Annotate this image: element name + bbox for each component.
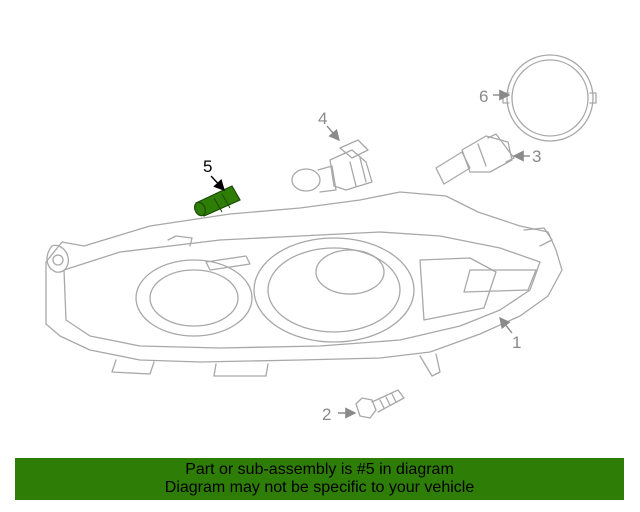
leader-1 [499,316,513,334]
headlamp-assembly-part [45,191,563,377]
callout-5: 5 [203,157,212,176]
leader-4 [326,125,340,142]
ring-cap-part [502,54,597,142]
callout-6: 6 [479,87,488,106]
wedge-bulb-part [193,185,241,217]
callout-4: 4 [318,109,327,128]
bolt-part [355,389,405,419]
banner-line-2: Diagram may not be specific to your vehi… [164,479,475,496]
bulb-3-part [435,133,515,185]
callout-3: 3 [532,147,541,166]
info-banner: Part or sub-assembly is #5 in diagram Di… [15,458,624,500]
bulb-4-part [291,139,373,193]
callout-2: 2 [322,405,331,424]
parts-diagram: 6 4 3 5 1 2 [45,54,597,424]
leader-5 [210,175,225,192]
banner-line-1: Part or sub-assembly is #5 in diagram [185,461,454,478]
callout-1: 1 [512,333,521,352]
